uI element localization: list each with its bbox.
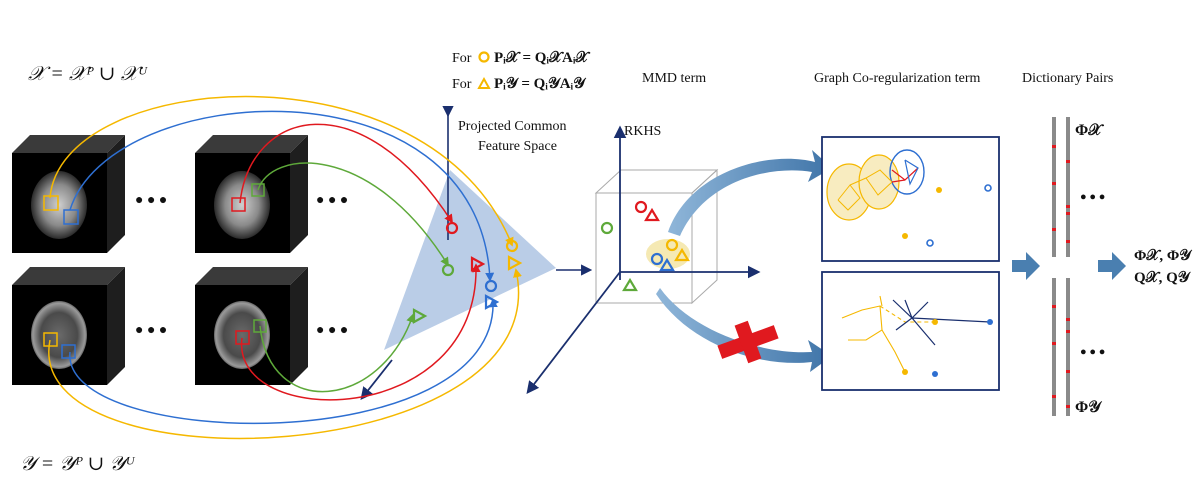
equation-triangle-prefix: For — [452, 77, 472, 92]
graph-box-bottom — [821, 271, 1000, 391]
dictionary-phi-y: Φ𝒴 — [1075, 399, 1102, 416]
flow-yellow-x — [49, 95, 514, 247]
mri-cube-x-1 — [12, 135, 125, 253]
ellipsis-top-2: ● ● ● — [316, 193, 348, 208]
mmd-title: MMD term — [642, 71, 706, 86]
rkhs-axis-down — [526, 271, 621, 394]
ellipsis-bottom-2: ● ● ● — [316, 323, 348, 338]
equation-triangle-text: Pᵢ𝒴 = Qᵢ𝒴Aᵢ𝒴 — [494, 76, 587, 92]
flow-green-x — [257, 162, 449, 267]
dictionary-y-columns — [1052, 278, 1070, 416]
mri-cube-y-1 — [12, 267, 125, 385]
dictionary-ellipsis-bottom: ● ● ● — [1080, 346, 1105, 358]
projected-space-triangle — [384, 170, 556, 350]
rkhs-red-circle — [634, 200, 648, 214]
dictionary-ellipsis-top: ● ● ● — [1080, 191, 1105, 203]
rkhs-yellow-triangle — [674, 247, 690, 262]
rkhs-green-circle — [600, 221, 614, 235]
flow-blue-y — [69, 298, 498, 425]
graph-title: Graph Co-regularization term — [814, 71, 980, 86]
flow-yellow-y — [48, 268, 522, 440]
mri-cube-y-2 — [195, 267, 308, 385]
marker-yellow-circle — [505, 239, 519, 253]
equation-circle: For Pᵢ𝒳 = Qᵢ𝒳Aᵢ𝒳 — [452, 50, 590, 66]
dictionary-phi-x: Φ𝒳 — [1075, 122, 1104, 139]
flow-blue-x — [69, 110, 495, 282]
set-x-label: 𝒳 = 𝒳ᴾ ∪ 𝒳ᵁ — [28, 63, 149, 85]
marker-blue-triangle — [484, 294, 500, 310]
graph-bottom-content — [841, 295, 993, 377]
set-y-label: 𝒴 = 𝒴ᴾ ∪ 𝒴ᵁ — [20, 453, 136, 475]
output-phi: Φ𝒳, Φ𝒴 — [1134, 248, 1193, 264]
equation-triangle: For Pᵢ𝒴 = Qᵢ𝒴Aᵢ𝒴 — [452, 76, 587, 92]
projected-axis-down — [360, 359, 393, 400]
arrow-to-dictionary — [1012, 252, 1040, 280]
red-cross-icon — [717, 320, 779, 364]
dictionary-x-columns — [1052, 117, 1070, 257]
marker-blue-circle — [484, 279, 498, 293]
dictionary-title: Dictionary Pairs — [1022, 71, 1113, 86]
marker-green-circle — [441, 263, 455, 277]
graph-top-content — [826, 149, 992, 247]
flow-red-x — [239, 123, 453, 224]
equation-circle-text: Pᵢ𝒳 = Qᵢ𝒳Aᵢ𝒳 — [494, 50, 590, 66]
output-q: Q𝒳, Q𝒴 — [1134, 270, 1192, 286]
ellipsis-top-1: ● ● ● — [135, 193, 167, 208]
equation-circle-prefix: For — [452, 51, 472, 66]
marker-green-triangle — [412, 308, 428, 324]
projected-caption-line2: Feature Space — [478, 139, 557, 154]
equation-triangle-icon — [477, 76, 491, 89]
rkhs-label: RKHS — [624, 124, 661, 139]
rkhs-red-triangle — [644, 207, 660, 222]
marker-yellow-triangle — [507, 255, 523, 271]
rkhs-cluster-ellipse — [646, 239, 690, 269]
rkhs-blue-circle — [650, 252, 664, 266]
rkhs-green-triangle — [622, 277, 638, 292]
flow-green-y — [259, 313, 415, 393]
projected-caption-line1: Projected Common — [458, 119, 567, 134]
ellipsis-bottom-1: ● ● ● — [135, 323, 167, 338]
arrow-to-graph-top — [668, 150, 832, 236]
marker-red-triangle — [470, 256, 486, 272]
flow-red-y — [241, 263, 481, 401]
arrow-to-graph-bottom — [656, 288, 832, 372]
equation-circle-icon — [478, 51, 490, 63]
marker-red-circle — [445, 221, 459, 235]
rkhs-yellow-circle — [665, 238, 679, 252]
rkhs-cube — [594, 168, 719, 305]
mri-cube-x-2 — [195, 135, 308, 253]
rkhs-blue-triangle — [659, 257, 675, 272]
arrow-to-output — [1098, 252, 1126, 280]
